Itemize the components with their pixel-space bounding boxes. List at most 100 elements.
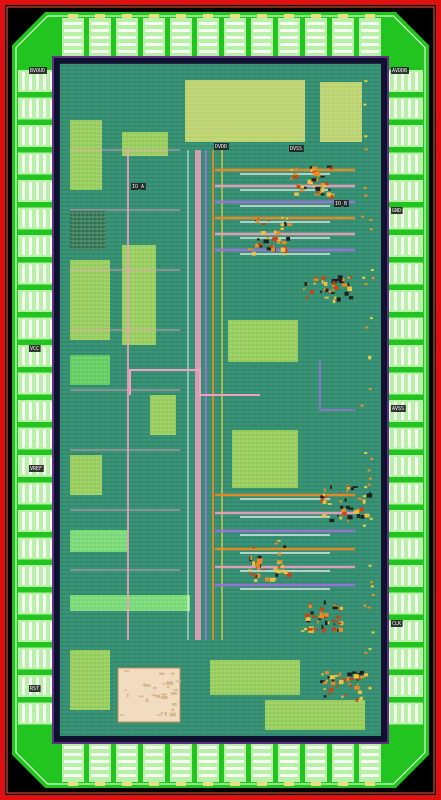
pad-cell-stripe: [172, 746, 190, 749]
cell-cluster: [325, 671, 329, 675]
pad-cell-stripe: [408, 182, 411, 200]
cell-cluster: [320, 498, 324, 503]
analog-device: [166, 685, 170, 688]
pad-cell-stripe: [36, 264, 39, 283]
pad-cell-stripe: [394, 677, 397, 695]
cell-cluster: [360, 515, 365, 519]
pad-cell-stripe: [43, 677, 46, 695]
cell-cluster: [273, 568, 278, 571]
edge-via: [364, 282, 368, 285]
cell-cluster: [342, 511, 347, 516]
pad-cell-stripe: [415, 319, 418, 338]
cell-cluster: [362, 499, 366, 504]
cell-cluster: [327, 676, 330, 679]
cell-cluster: [256, 238, 260, 241]
pad-cell-stripe: [334, 29, 352, 32]
cell-cluster: [275, 231, 281, 235]
pad-cell-stripe: [172, 774, 190, 777]
pad-cell-stripe: [401, 512, 404, 530]
pad-cell-stripe: [401, 292, 404, 310]
cell-cluster: [281, 216, 284, 219]
cell-cluster: [349, 275, 352, 279]
pad-cell-stripe: [280, 43, 298, 46]
pad-cell-stripe: [172, 43, 190, 46]
cell-cluster: [336, 279, 342, 281]
pad-cell-stripe: [22, 209, 25, 228]
cell-cluster: [346, 488, 349, 493]
cell-cluster: [328, 290, 331, 293]
analog-device: [162, 696, 168, 699]
pad-cell-stripe: [22, 264, 25, 283]
cell-cluster: [275, 573, 279, 577]
center-route: [129, 369, 260, 396]
cell-cluster: [326, 192, 331, 197]
pin-label: VREF: [30, 466, 42, 472]
pad-cell-stripe: [36, 484, 39, 503]
cell-cluster: [319, 612, 323, 617]
pad-cell-stripe: [50, 649, 53, 668]
cell-cluster: [313, 282, 316, 285]
pad-cell-stripe: [29, 72, 32, 90]
edge-via: [367, 606, 371, 609]
analog-device: [159, 672, 165, 675]
edge-via: [362, 276, 366, 279]
cell-cluster: [321, 280, 324, 284]
cell-cluster: [356, 672, 362, 676]
pin-label: RST: [30, 686, 39, 692]
analog-device: [120, 714, 124, 716]
pad-cell-stripe: [50, 402, 53, 420]
pad-cell-stripe: [43, 319, 46, 338]
pad-cell-stripe: [50, 512, 53, 530]
pad-cell-stripe: [22, 622, 25, 640]
label-bg: [29, 67, 47, 74]
cell-cluster: [320, 680, 325, 684]
cell-cluster: [329, 675, 336, 680]
pad-cell-stripe: [394, 319, 397, 338]
pad-cell-stripe: [29, 182, 32, 200]
cell-cluster: [332, 606, 338, 610]
analog-device: [172, 689, 179, 691]
pad-cell-stripe: [415, 649, 418, 668]
analog-device: [155, 694, 161, 698]
pad-cell-stripe: [118, 753, 136, 756]
pad-cell-stripe: [22, 182, 25, 200]
analog-device: [169, 712, 176, 717]
pad-cell-stripe: [415, 484, 418, 503]
pad-cell-stripe: [118, 36, 136, 39]
cell-cluster: [323, 613, 329, 617]
pad-cell-stripe: [29, 539, 32, 558]
bond-pad: [284, 14, 294, 18]
pad-cell-stripe: [334, 760, 352, 763]
cell-cluster: [347, 515, 353, 520]
cell-cluster: [338, 627, 343, 633]
pad-cell-stripe: [145, 774, 163, 777]
bond-pad: [68, 782, 78, 786]
pad-cell-stripe: [50, 374, 53, 393]
pad-cell-stripe: [361, 29, 379, 32]
pad-cell-stripe: [415, 72, 418, 90]
pad-cell-stripe: [91, 22, 109, 25]
cell-cluster: [254, 245, 260, 248]
std-cell-block: [232, 430, 298, 488]
pin-label: DVDD: [215, 144, 227, 150]
edge-via: [368, 388, 372, 391]
cell-cluster: [269, 245, 274, 248]
edge-via: [363, 187, 367, 190]
pad-cell-stripe: [334, 767, 352, 770]
pad-cell-stripe: [36, 182, 39, 200]
cell-cluster: [338, 679, 344, 685]
cell-cluster: [330, 292, 335, 294]
edge-via: [368, 564, 372, 567]
pad-cell-stripe: [408, 209, 411, 228]
pad-cell-stripe: [64, 760, 82, 763]
cell-cluster: [312, 185, 316, 188]
pad-cell-stripe: [307, 760, 325, 763]
cell-cluster: [329, 518, 335, 523]
pad-cell-stripe: [36, 594, 39, 613]
pad-cell-stripe: [253, 50, 271, 53]
std-cell-block: [150, 395, 176, 435]
edge-via: [369, 581, 373, 584]
cell-cluster: [255, 243, 258, 246]
cell-cluster: [318, 617, 322, 620]
cell-cluster: [277, 240, 281, 245]
